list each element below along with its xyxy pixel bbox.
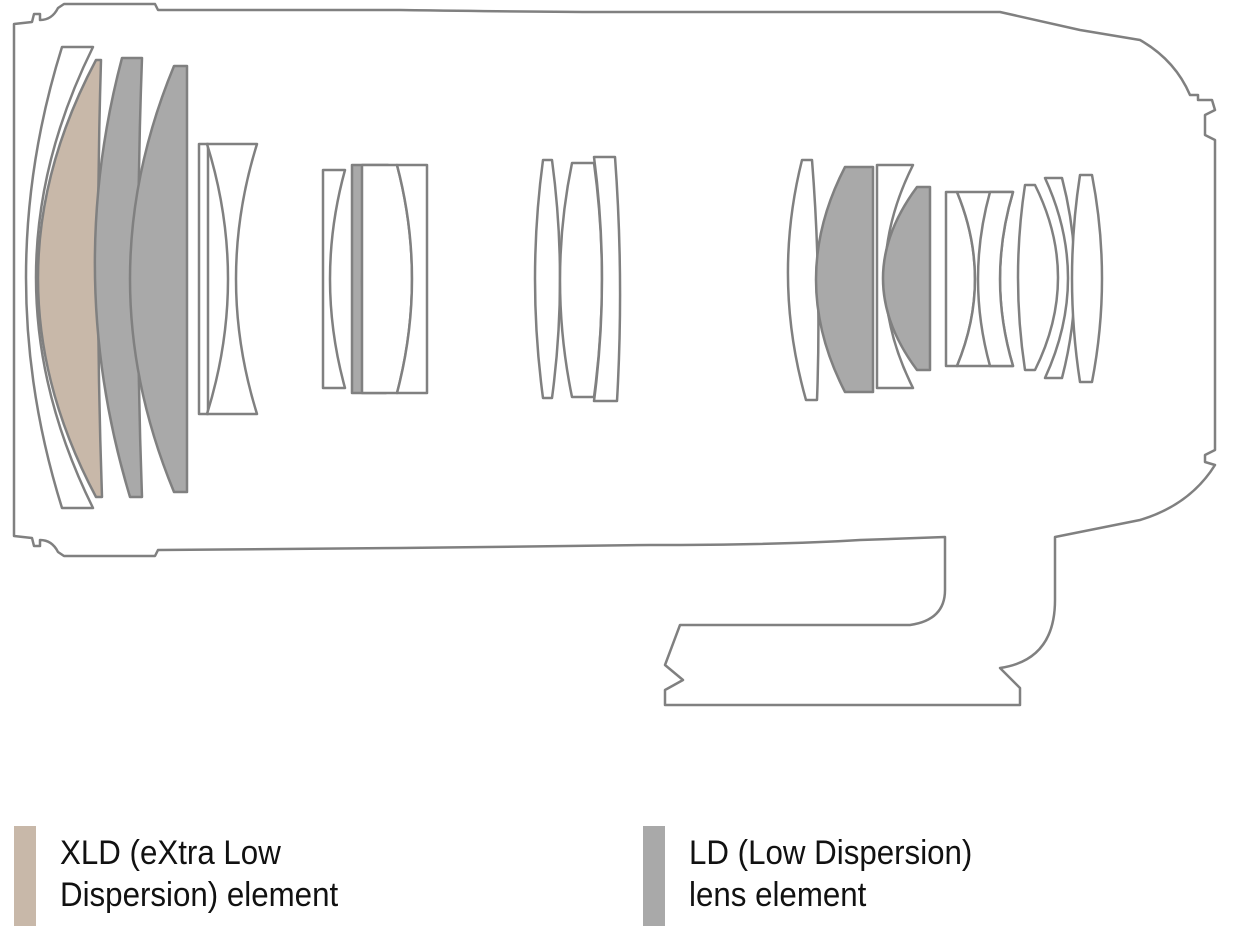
- ld-label-line1: LD (Low Dispersion): [689, 834, 973, 872]
- lens-elements: [24, 45, 1104, 510]
- xld-label-line2: Dispersion) element: [60, 876, 339, 914]
- lens-element: [875, 163, 915, 390]
- ld-label-line2: lens element: [689, 876, 867, 914]
- lens-element: [1070, 173, 1104, 384]
- lens-barrel-outline: [12, 2, 1217, 707]
- lens-element: [558, 161, 604, 399]
- ld-lens-element: [814, 165, 875, 394]
- ld-lens-element: [128, 64, 189, 494]
- xld-swatch: [14, 826, 36, 926]
- legend-xld: XLD (eXtra Low Dispersion) element: [14, 826, 440, 926]
- lens-element: [395, 163, 429, 395]
- ld-swatch: [643, 826, 665, 926]
- lens-element: [24, 45, 95, 510]
- lens-element: [321, 168, 347, 390]
- xld-label: XLD (eXtra Low Dispersion) element: [60, 826, 410, 926]
- ld-label: LD (Low Dispersion) lens element: [689, 826, 1039, 926]
- lens-element: [786, 158, 820, 402]
- xld-label-line1: XLD (eXtra Low: [60, 834, 281, 872]
- lens-construction-diagram: [12, 2, 1217, 707]
- ld-lens-element: [881, 185, 932, 372]
- lens-element: [205, 142, 259, 416]
- lens-element: [533, 158, 562, 400]
- lens-element: [976, 190, 1015, 368]
- lens-element: [197, 142, 210, 416]
- lens-element: [1016, 183, 1060, 372]
- lens-element: [1043, 176, 1077, 380]
- lens-element: [592, 155, 622, 403]
- legend-ld: LD (Low Dispersion) lens element: [643, 826, 1069, 926]
